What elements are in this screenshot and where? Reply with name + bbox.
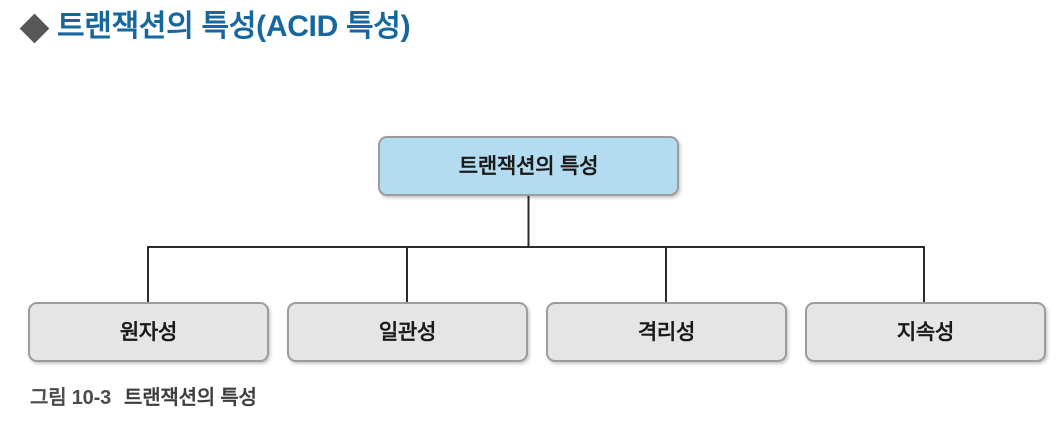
node-label: 트랜잭션의 특성 bbox=[458, 154, 599, 178]
page-title: 트랜잭션의 특성(ACID 특성) bbox=[19, 10, 411, 43]
node-label: 지속성 bbox=[896, 320, 955, 344]
node-atomicity[interactable]: 원자성 bbox=[28, 302, 269, 362]
figure-number: 그림 10-3 bbox=[30, 387, 111, 409]
page-title-text: 트랜잭션의 특성(ACID 특성) bbox=[57, 10, 411, 43]
figure-caption-title: 트랜잭션의 특성 bbox=[124, 387, 257, 409]
node-transaction-properties[interactable]: 트랜잭션의 특성 bbox=[378, 136, 679, 196]
node-durability[interactable]: 지속성 bbox=[805, 302, 1046, 362]
node-consistency[interactable]: 일관성 bbox=[287, 302, 528, 362]
node-label: 격리성 bbox=[637, 320, 696, 344]
node-isolation[interactable]: 격리성 bbox=[546, 302, 787, 362]
figure-caption: 그림 10-3 트랜잭션의 특성 bbox=[30, 381, 257, 410]
node-label: 일관성 bbox=[378, 320, 437, 344]
node-label: 원자성 bbox=[119, 320, 178, 344]
diamond-bullet-icon bbox=[19, 13, 50, 43]
